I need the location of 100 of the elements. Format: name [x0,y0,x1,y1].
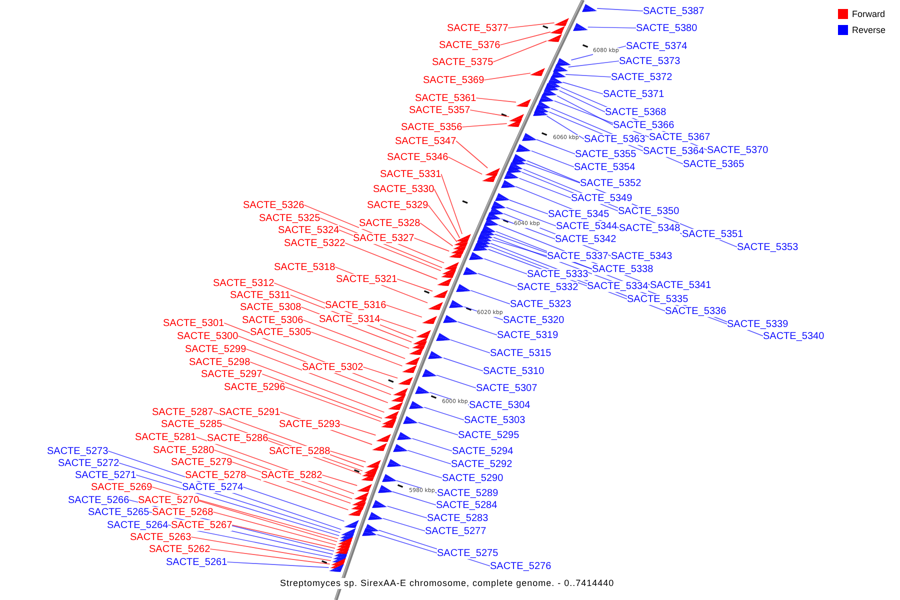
gene-label: SACTE_5275 [437,548,498,558]
gene-label: SACTE_5323 [510,298,572,310]
gene-label: SACTE_5295 [458,430,520,440]
gene-wedge-icon [348,508,364,516]
gene-wedge-icon [463,266,478,275]
leader-line [434,188,460,238]
gene-wedge-icon [432,290,448,298]
gene-wedge-icon [398,376,413,385]
leader-line [525,163,580,184]
gene-wedge-icon [390,394,406,402]
gene-wedge-icon [554,18,570,26]
gene-label: SACTE_5311 [230,290,290,300]
gene-label: SACTE_5303 [464,414,526,426]
leader-line [380,318,417,332]
gene-wedge-icon [449,250,464,258]
gene-label: SACTE_5305 [250,326,312,338]
gene-label: SACTE_5286 [207,432,268,444]
gene-label: SACTE_5365 [683,158,744,170]
leader-line [420,222,454,246]
gene-wedge-icon [491,200,506,209]
leader-line [436,374,476,388]
gene-label: SACTE_5315 [490,348,552,358]
gene-label: SACTE_5278 [185,470,246,480]
gene-label: SACTE_5263 [130,532,192,542]
gene-wedge-icon [372,500,388,508]
leader-line [443,358,484,372]
leader-line [262,374,382,419]
leader-line [531,150,574,168]
leader-line [376,534,438,554]
gene-label: SACTE_5374 [626,40,688,52]
gene-label: SACTE_5294 [452,446,514,456]
leader-line [565,74,612,78]
gene-wedge-icon [364,524,379,532]
gene-label: SACTE_5268 [152,506,214,518]
gene-label: SACTE_5345 [548,208,610,220]
leader-line [152,486,338,542]
gene-wedge-icon [403,416,418,424]
leader-line [330,450,366,462]
gene-label: SACTE_5281 [135,432,196,442]
leader-line [478,273,518,288]
gene-label: SACTE_5276 [490,560,552,572]
leader-line [414,238,450,252]
gene-wedge-icon [428,351,444,360]
leader-line [402,465,442,478]
gene-label: SACTE_5328 [359,218,420,228]
gene-wedge-icon [376,434,391,442]
gene-label: SACTE_5377 [447,22,508,34]
gene-label: SACTE_5340 [763,330,824,342]
gene-label: SACTE_5380 [636,22,698,34]
gene-label: SACTE_5355 [575,148,636,160]
gene-wedge-icon [392,444,408,452]
gene-label: SACTE_5341 [650,280,712,290]
leader-line [508,22,555,28]
leader-line [344,242,438,280]
gene-label: SACTE_5329 [367,200,428,210]
gene-label: SACTE_5347 [395,136,456,146]
gene-label: SACTE_5280 [153,444,214,456]
leader-line [190,536,332,562]
gene-wedge-icon [388,402,403,410]
gene-label: SACTE_5376 [439,40,500,50]
gene-label: SACTE_5375 [432,56,494,68]
leader-line [484,258,528,274]
gene-label: SACTE_5353 [737,242,798,252]
gene-label: SACTE_5297 [201,368,262,380]
leader-line [392,491,436,506]
gene-wedge-icon [530,68,546,76]
leader-line [198,500,339,540]
leader-line [407,450,452,464]
gene-wedge-icon [516,144,532,152]
gene-label: SACTE_5331 [380,168,442,180]
gene-label: SACTE_5282 [261,470,322,480]
gene-label: SACTE_5372 [611,72,672,82]
gene-label: SACTE_5270 [138,494,200,506]
gene-label: SACTE_5336 [665,306,726,316]
gene-label: SACTE_5351 [682,228,744,240]
gene-label: SACTE_5344 [556,220,618,232]
leader-line [470,110,510,118]
gene-label: SACTE_5318 [274,262,336,272]
gene-wedge-icon [449,300,464,308]
gene-label: SACTE_5299 [185,344,246,354]
leader-line [428,204,458,242]
gene-wedge-icon [572,23,588,31]
gene-wedge-icon [368,512,383,520]
gene-label: SACTE_5279 [171,456,232,468]
gene-label: SACTE_5308 [240,302,302,312]
leader-line [396,278,433,292]
leader-line [556,95,614,126]
gene-label: SACTE_5343 [611,250,672,262]
leader-line [456,140,488,168]
gene-wedge-icon [476,236,491,245]
gene-label: SACTE_5289 [437,488,498,498]
leader-line [562,82,604,94]
gene-label: SACTE_5364 [643,146,704,156]
leader-line [412,438,452,452]
gene-wedge-icon [512,154,528,162]
leader-line [506,207,556,226]
leader-line [492,239,548,256]
gene-label: SACTE_5316 [325,300,386,310]
leader-line [450,339,490,354]
gene-label: SACTE_5373 [619,56,680,66]
